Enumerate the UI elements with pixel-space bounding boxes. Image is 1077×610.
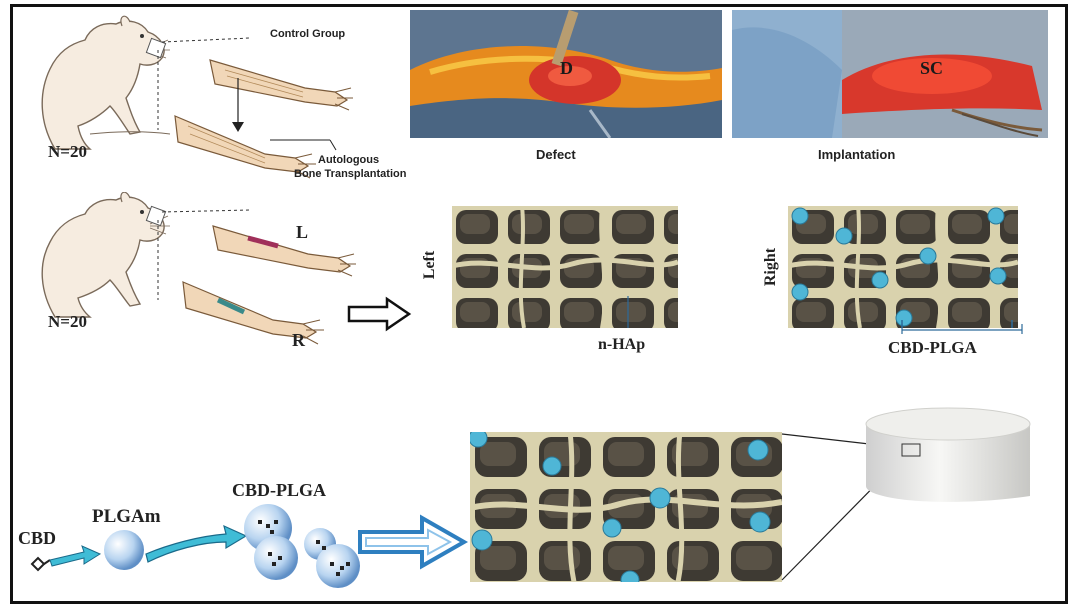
autologous-pointer — [270, 136, 340, 156]
right-label: Right — [762, 248, 780, 286]
photo-label-d: D — [560, 58, 573, 79]
cbd-to-plga-pathway — [20, 500, 480, 600]
control-group-label: Control Group — [270, 28, 345, 40]
limb-label-r: R — [292, 330, 305, 351]
autologous-label-line2: Bone Transplantation — [294, 168, 406, 180]
surgery-photo-defect: D — [410, 10, 722, 138]
scaffold-cylinder-icon — [860, 400, 1040, 510]
forelimb-right — [178, 272, 328, 362]
scaffold-left-icon — [452, 206, 678, 328]
n-count-top: N=20 — [48, 142, 87, 162]
cbd-plga-bracket — [900, 324, 1024, 338]
outline-arrow-icon — [345, 296, 415, 332]
n-hap-label: n-HAp — [598, 336, 645, 354]
scaffold-right-icon — [788, 206, 1018, 328]
left-label: Left — [421, 251, 439, 279]
defect-caption: Defect — [536, 147, 576, 162]
scaffold-large-icon — [470, 432, 782, 582]
cbd-plga-scaffold-label: CBD-PLGA — [888, 338, 977, 358]
cbd-plga-bottom-label: CBD-PLGA — [232, 480, 326, 501]
implantation-caption: Implantation — [818, 147, 895, 162]
autologous-label-line1: Autologous — [318, 154, 379, 166]
photo-label-sc: SC — [920, 58, 943, 79]
surgery-photo-implantation: SC — [732, 10, 1048, 138]
n-count-bottom: N=20 — [48, 312, 87, 332]
limb-label-l: L — [296, 222, 308, 243]
